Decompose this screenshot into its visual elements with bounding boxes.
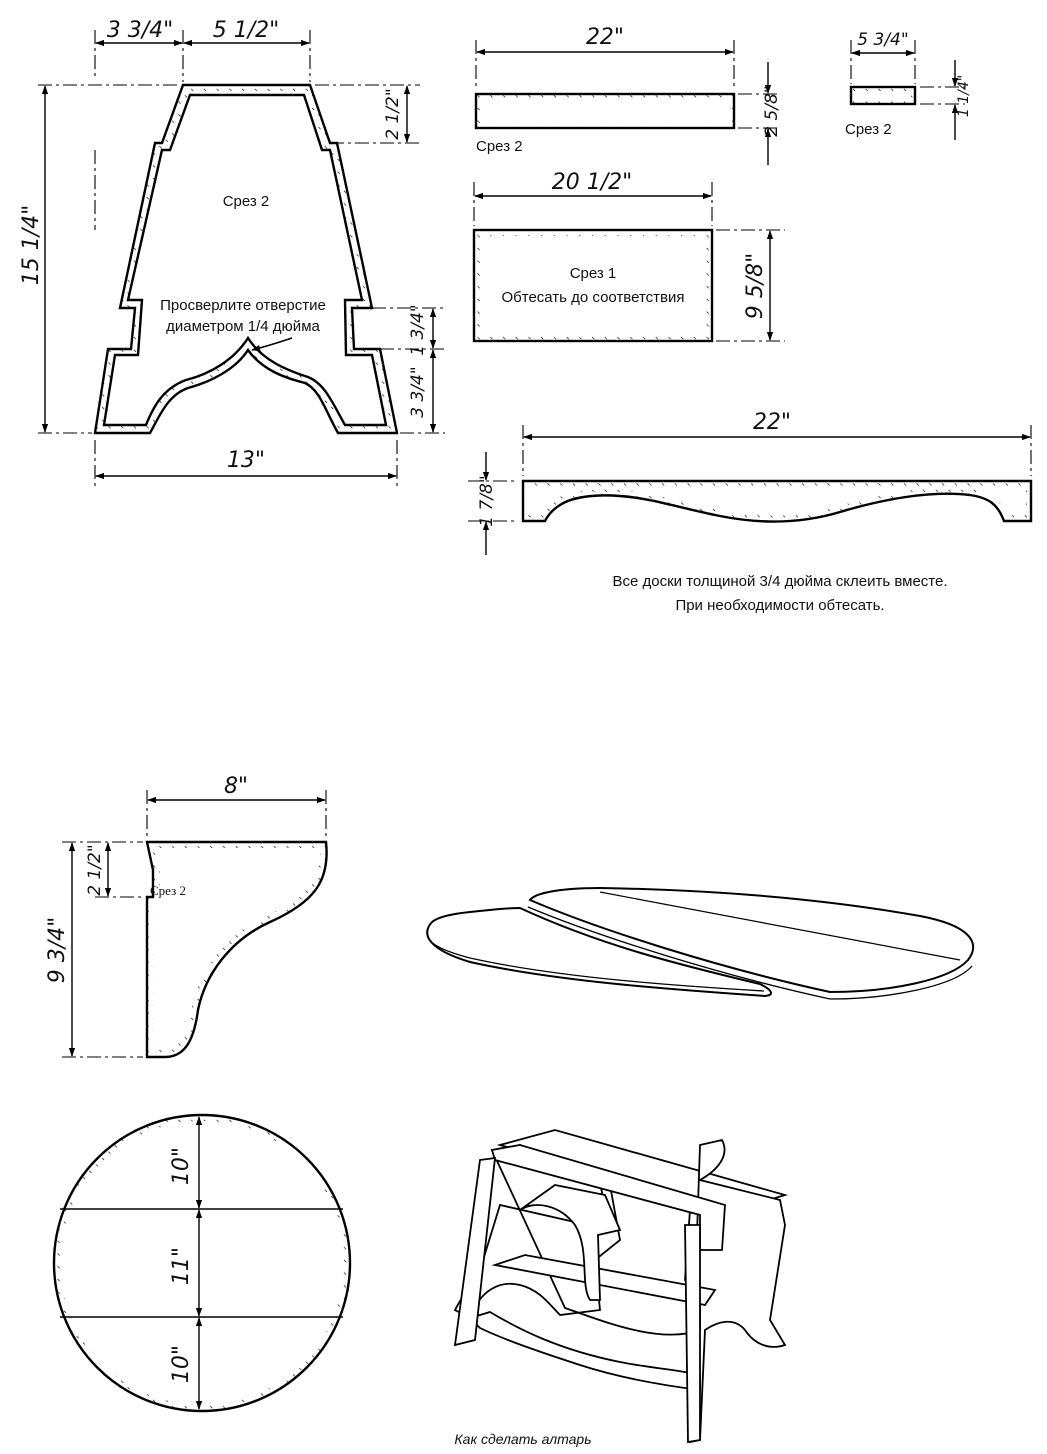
cleat-cut-label: Срез 2 bbox=[845, 121, 892, 138]
bracket-face bbox=[153, 848, 321, 1050]
leg-front bbox=[684, 1224, 701, 1444]
side-panel-drawing: 3 3/4" 5 1/2" 2 1/2" 15 1/4" 1 3/4" 3 3/… bbox=[19, 18, 445, 490]
dim-round-bottom: 10" bbox=[169, 1345, 194, 1383]
dim-side-width: 13" bbox=[227, 448, 265, 473]
dim-side-notch-low: 1 3/4" bbox=[408, 304, 428, 355]
caption: Как сделать алтарь bbox=[454, 1431, 591, 1447]
glue-note-line2: При необходимости обтесать. bbox=[675, 597, 884, 614]
dim-side-top-right: 5 1/2" bbox=[213, 18, 280, 43]
dim-rail-height: 2 5/8" bbox=[762, 85, 782, 136]
apron-drawing: 22" 1 7/8" bbox=[468, 410, 1033, 555]
side-panel-face bbox=[102, 93, 388, 427]
rail-drawing: 22" 2 5/8" Срез 2 bbox=[474, 25, 782, 165]
drill-note-line2: диаметром 1/4 дюйма bbox=[166, 318, 320, 335]
shelf-board-assembled bbox=[491, 1254, 717, 1306]
seat-half-left bbox=[426, 906, 772, 998]
seat-joint-line bbox=[599, 891, 961, 961]
glue-note-line1: Все доски толщиной 3/4 дюйма склеить вме… bbox=[612, 573, 947, 590]
dim-round-top: 10" bbox=[169, 1147, 194, 1185]
round-top-face bbox=[60, 1121, 344, 1405]
shelf-fit-note: Обтесать до соответствия bbox=[501, 289, 684, 306]
bracket-assembled bbox=[519, 1184, 622, 1301]
dim-shelf-length: 20 1/2" bbox=[552, 170, 633, 195]
drill-leader bbox=[251, 337, 293, 352]
dim-bracket-notch: 2 1/2" bbox=[85, 844, 105, 895]
dim-bracket-width: 8" bbox=[224, 774, 248, 799]
rail-cut-label: Срез 2 bbox=[476, 138, 523, 155]
dim-side-height: 15 1/4" bbox=[19, 205, 44, 286]
dim-apron-length: 22" bbox=[753, 410, 791, 435]
shelf-face bbox=[480, 236, 706, 335]
top-rail-near bbox=[490, 1144, 726, 1251]
dim-cleat-length: 5 3/4" bbox=[857, 30, 908, 50]
seat-half-right bbox=[528, 886, 974, 994]
dim-bracket-height: 9 3/4" bbox=[45, 917, 70, 984]
leg-left bbox=[453, 1156, 497, 1347]
bracket-drawing: 8" 2 1/2" 9 3/4" Срез 2 bbox=[45, 774, 328, 1059]
drill-note-line1: Просверлите отверстие bbox=[160, 297, 326, 314]
cleat-drawing: 5 3/4" 1 1/4" Срез 2 bbox=[845, 30, 972, 140]
shelf-drawing: 20 1/2" 9 5/8" Срез 1 Обтесать до соотве… bbox=[472, 170, 785, 343]
assembled-altar-drawing bbox=[453, 1129, 789, 1444]
dim-shelf-height: 9 5/8" bbox=[743, 253, 768, 320]
dim-apron-height: 1 7/8" bbox=[477, 475, 497, 526]
dim-cleat-height: 1 1/4" bbox=[956, 75, 972, 117]
cleat-face bbox=[855, 91, 911, 100]
dim-side-notch-top: 2 1/2" bbox=[383, 88, 403, 139]
dim-rail-length: 22" bbox=[586, 25, 624, 50]
round-top-drawing: 10" 11" 10" bbox=[52, 1113, 352, 1413]
shelf-cut-label: Срез 1 bbox=[570, 265, 617, 282]
seat-halves-drawing bbox=[426, 886, 974, 1000]
rail-face bbox=[481, 99, 729, 123]
bracket-cut-label: Срез 2 bbox=[150, 883, 186, 898]
dim-side-foot: 3 3/4" bbox=[408, 366, 428, 417]
dim-side-top-left: 3 3/4" bbox=[107, 18, 174, 43]
side-panel-cut-label: Срез 2 bbox=[223, 193, 270, 210]
dim-round-middle: 11" bbox=[169, 1247, 194, 1285]
apron-face bbox=[528, 486, 1026, 516]
